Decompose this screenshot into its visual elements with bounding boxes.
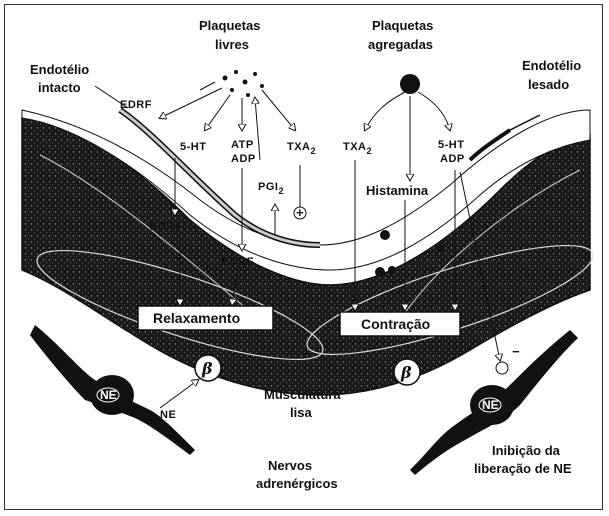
adp-left-label: ADP — [231, 153, 256, 165]
free-platelets-cluster — [223, 70, 265, 97]
line-platelet-minus — [200, 82, 215, 90]
arrow-to-txa2 — [262, 90, 295, 130]
free-platelets-label-2: livres — [215, 37, 249, 52]
edrf-low-label: EDRF — [222, 256, 254, 268]
arrow-to-5ht — [205, 95, 230, 130]
arrow-to-edrf — [160, 88, 222, 118]
contraction-label: Contração — [361, 316, 430, 332]
arrow-to-5ht-adp-right — [418, 92, 450, 130]
plus-sign: + — [296, 205, 304, 220]
adp-right-label: ADP — [440, 153, 465, 165]
intact-endothelium-label-1: Endotélio — [30, 62, 89, 77]
relaxation-label: Relaxamento — [153, 310, 240, 326]
ne-right-label: NE — [482, 398, 499, 412]
adrenergic-nerves-label-1: Nervos — [268, 458, 312, 473]
txa2-left-label: TXA2 — [287, 141, 316, 156]
ne-inhibition-label-2: liberação de NE — [474, 461, 572, 476]
injured-endothelium-label-2: lesado — [528, 77, 569, 92]
ne-arrow-label: NE — [160, 409, 176, 421]
beta-right-label: β — [400, 363, 412, 382]
injured-endothelium-label-1: Endotélio — [522, 58, 581, 73]
histamine-label: Histamina — [366, 183, 429, 198]
ne-left-label: NE — [100, 388, 117, 402]
aggregated-platelet-dot — [375, 267, 385, 277]
beta-left-label: β — [201, 359, 213, 378]
arrow-ne-to-beta — [160, 380, 198, 408]
free-platelets-label-1: Plaquetas — [199, 18, 260, 33]
aggregated-platelets-blob — [400, 74, 420, 94]
intact-endothelium-label-2: intacto — [38, 80, 81, 95]
smooth-muscle-label-1: Musculatura — [264, 387, 341, 402]
5ht-left-label: 5-HT — [180, 141, 206, 153]
minus-sign: − — [512, 344, 520, 359]
pgi2-label: PGI2 — [258, 181, 284, 196]
aggregated-platelets-label-2: agregadas — [368, 37, 433, 52]
ne-inhibition-label-1: Inibição da — [492, 443, 561, 458]
smooth-muscle-label-2: lisa — [290, 405, 312, 420]
atp-label: ATP — [231, 139, 254, 151]
aggregated-platelets-label-1: Plaquetas — [372, 18, 433, 33]
adrenergic-nerves-label-2: adrenérgicos — [256, 476, 338, 491]
presynaptic-receptor — [496, 362, 508, 374]
5ht-right-label: 5-HT — [438, 139, 464, 151]
arrow-pgi2-inhibit — [255, 98, 260, 160]
edrf-mid-label: EDRF — [150, 221, 182, 233]
arrow-to-txa2-right — [365, 92, 405, 130]
edrf-top-label: EDRF — [120, 99, 152, 111]
txa2-right-label: TXA2 — [343, 141, 372, 156]
